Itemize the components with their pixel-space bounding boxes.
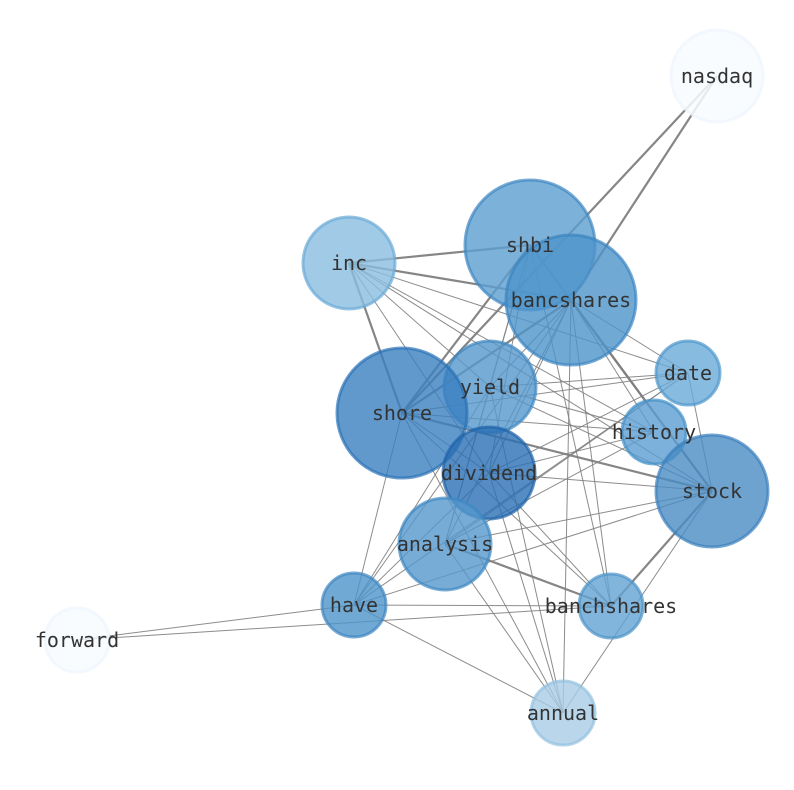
node-label-yield: yield: [460, 375, 520, 399]
edge-have-annual: [353, 604, 564, 714]
node-label-inc: inc: [331, 251, 367, 275]
node-label-annual: annual: [527, 701, 599, 725]
edge-have-banchshares: [353, 604, 612, 607]
node-date: [654, 339, 722, 407]
node-label-history: history: [612, 420, 696, 444]
node-label-stock: stock: [682, 479, 742, 503]
node-label-dividend: dividend: [441, 461, 537, 485]
node-label-nasdaq: nasdaq: [681, 64, 753, 88]
edge-bancshares-annual: [562, 299, 572, 714]
edge-stock-have: [353, 490, 713, 606]
node-nasdaq: [669, 28, 765, 124]
node-label-have: have: [330, 593, 378, 617]
node-forward: [43, 606, 111, 674]
node-have: [320, 571, 388, 639]
label-layer: nasdaq shbi inc bancshares date yield shore his…: [35, 64, 753, 725]
node-shore: [335, 346, 469, 480]
node-history: [620, 398, 688, 466]
node-label-shore: shore: [372, 401, 432, 425]
node-analysis: [397, 496, 493, 592]
edge-have-forward: [76, 604, 355, 641]
node-label-analysis: analysis: [397, 532, 493, 556]
node-dividend: [441, 425, 537, 521]
node-annual: [529, 679, 597, 747]
node-inc: [301, 215, 397, 311]
node-layer: [43, 28, 770, 747]
node-banchshares: [577, 572, 645, 640]
node-stock: [654, 433, 770, 549]
node-label-forward: forward: [35, 628, 119, 652]
node-label-bancshares: bancshares: [511, 288, 631, 312]
node-label-date: date: [664, 361, 712, 385]
node-bancshares: [504, 233, 638, 367]
node-label-banchshares: banchshares: [545, 594, 677, 618]
node-label-shbi: shbi: [506, 233, 554, 257]
